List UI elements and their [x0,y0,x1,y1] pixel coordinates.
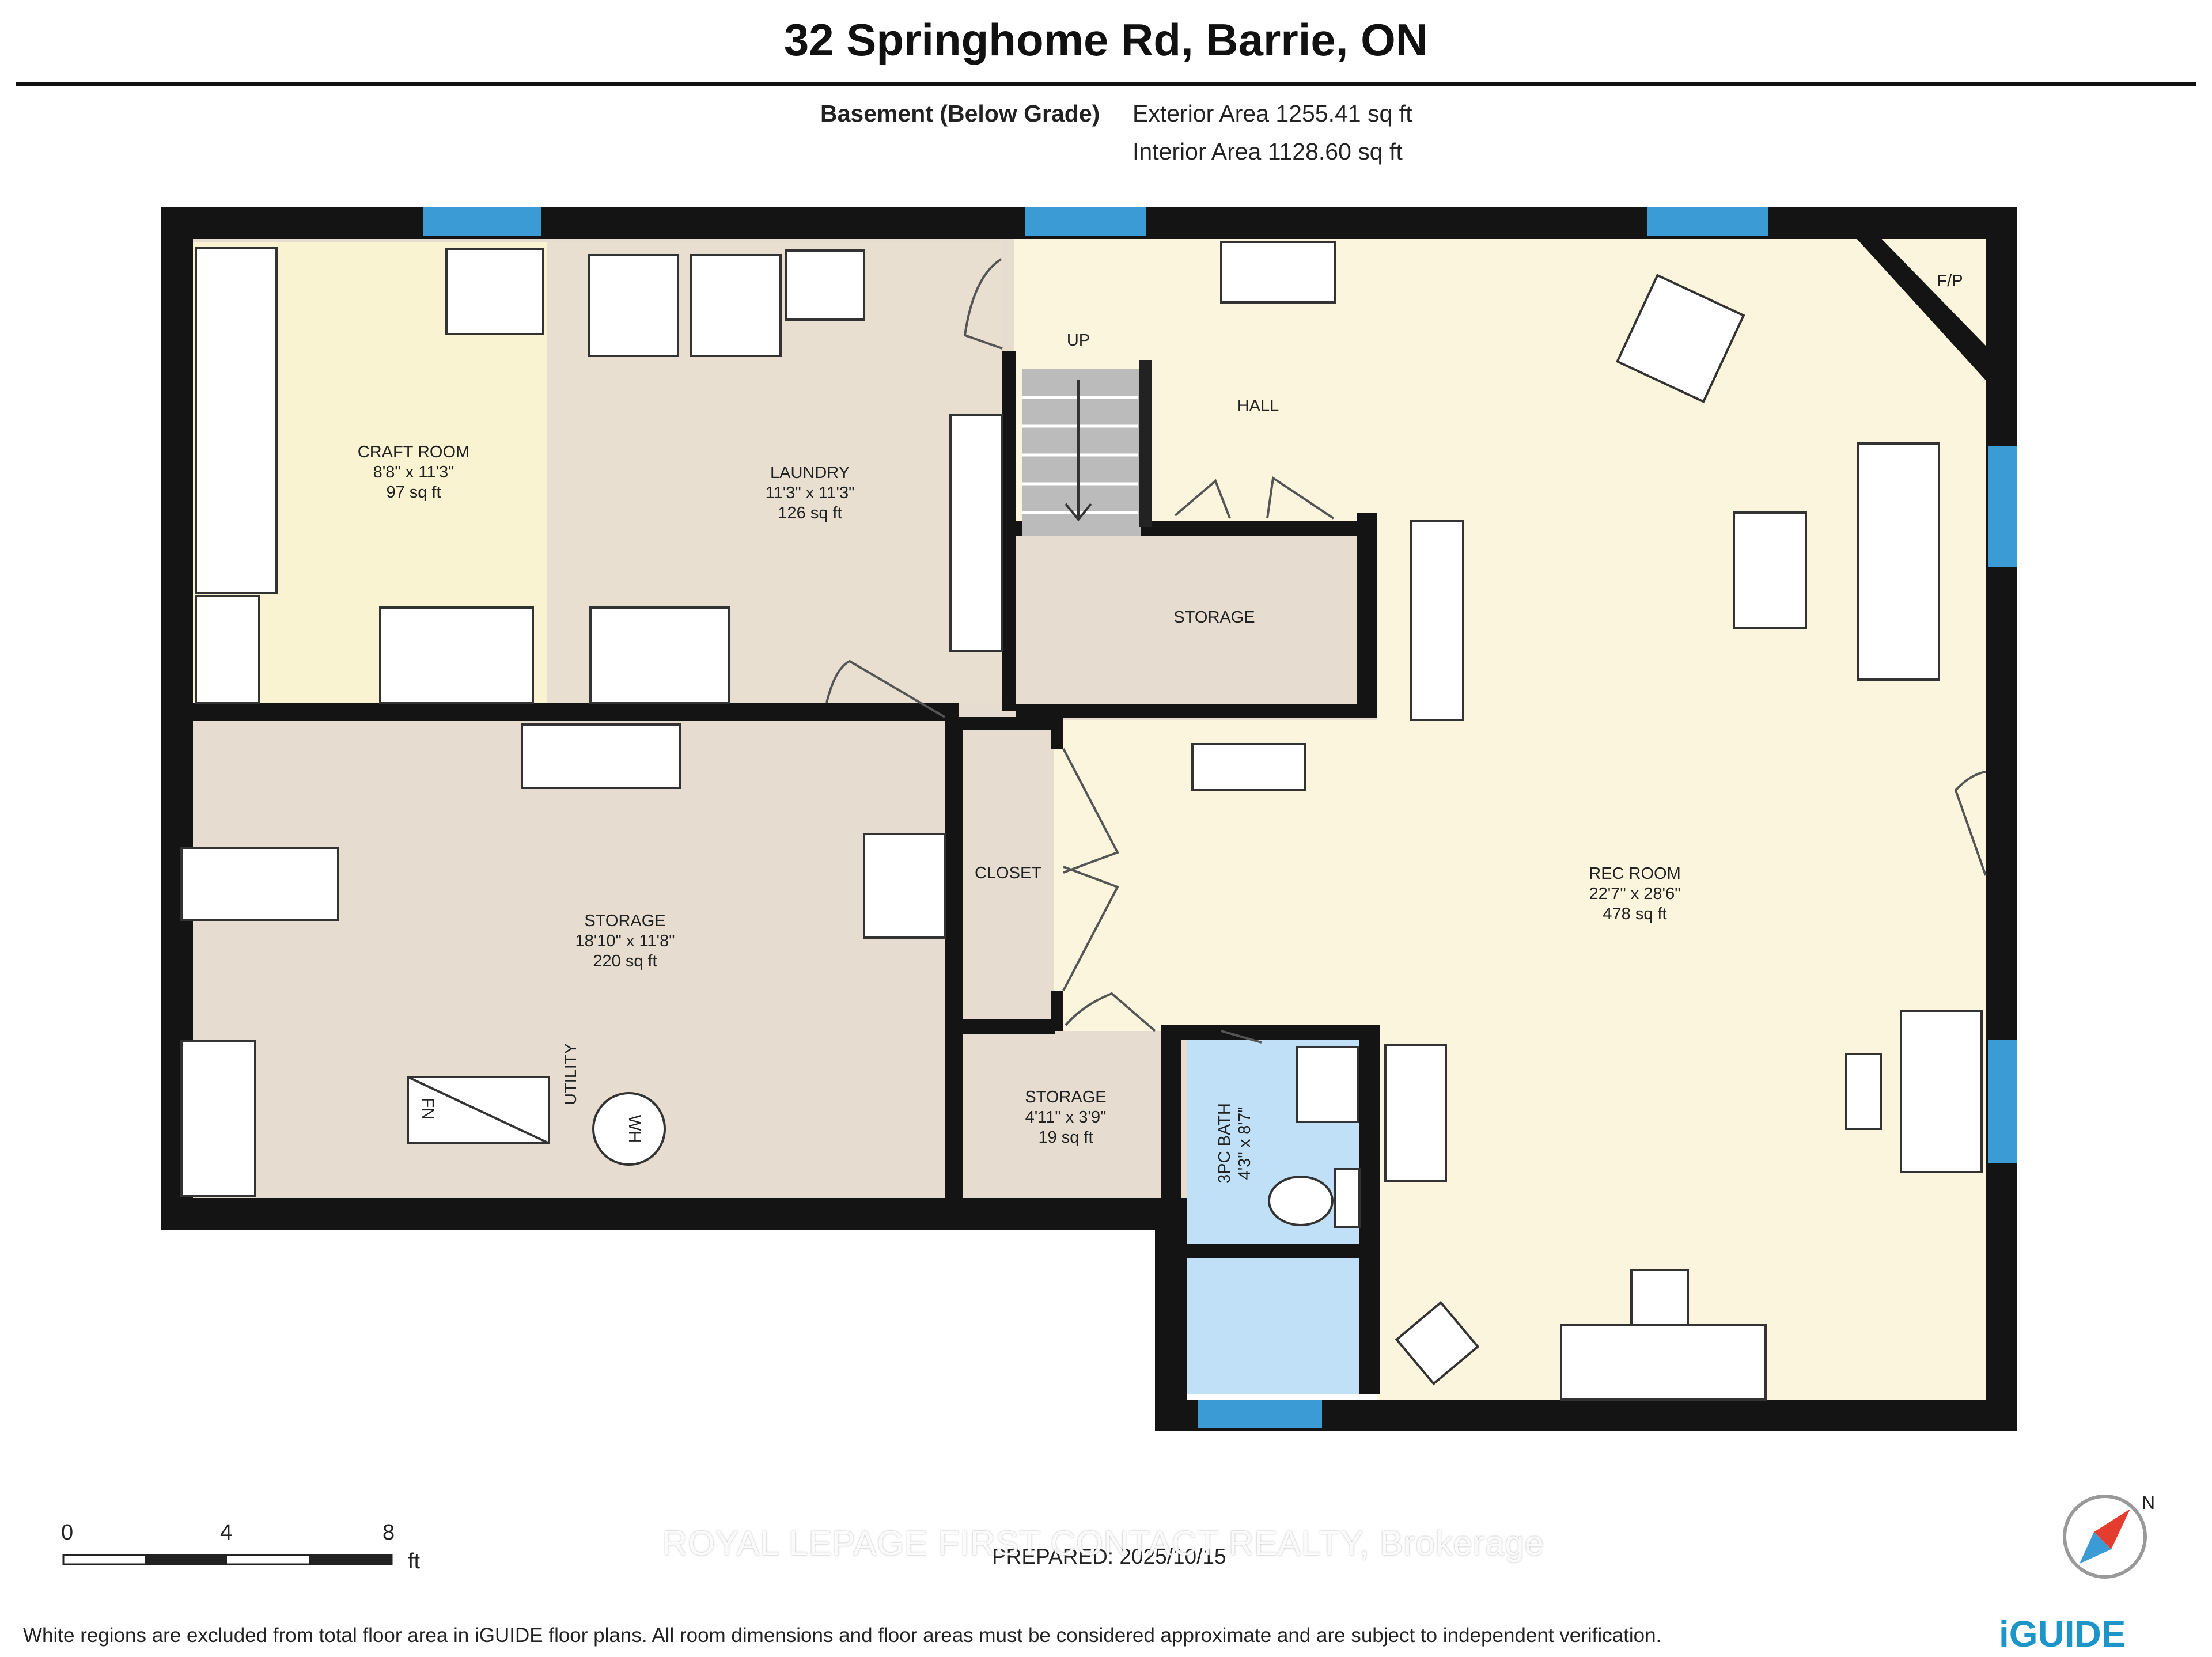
small-storage-dims: 4'11" x 3'9" [1025,1108,1107,1127]
craft-room-name: CRAFT ROOM [358,443,469,461]
scale-bar [62,1554,393,1565]
hall-name: HALL [1237,397,1279,415]
hall-storage-name: STORAGE [1173,608,1255,627]
scale-label-4: 4 [220,1521,233,1545]
laundry-dims: 11'3" x 11'3" [766,484,855,502]
page-title: 32 Springhome Rd, Barrie, ON [783,14,1429,65]
compass-north-label: N [2142,1492,2155,1513]
storage-floor [179,720,945,1198]
small-storage-floor [962,1037,1169,1198]
closet-floor [962,720,1054,1019]
stairs-up-label: UP [1067,331,1090,350]
storage-name: STORAGE [584,912,665,930]
fixtures [180,241,1983,1401]
doors [825,258,1987,1044]
small-storage-name: STORAGE [1025,1088,1106,1106]
level-name: Basement (Below Grade) [820,100,1100,127]
scale-label-0: 0 [61,1521,74,1545]
small-storage-area: 19 sq ft [1038,1128,1093,1147]
craft-room-area: 97 sq ft [386,483,441,502]
iguide-logo: iGUIDE [1999,1613,2126,1655]
furnace-label: FN [418,1098,437,1120]
scale-unit: ft [408,1549,421,1573]
scale-label-8: 8 [382,1521,395,1545]
compass-icon [2063,1495,2147,1579]
laundry-name: LAUNDRY [770,464,850,482]
rec-room-name: REC ROOM [1589,864,1681,883]
laundry-area: 126 sq ft [778,504,842,522]
exterior-area: Exterior Area 1255.41 sq ft [1132,100,1412,127]
storage-dims: 18'10" x 11'8" [575,932,675,950]
hall-storage-floor [1017,547,1371,703]
interior-area: Interior Area 1128.60 sq ft [1132,138,1403,165]
bath-name: 3PC BATH [1215,1103,1234,1184]
stairs [1022,360,1152,536]
title-rule [16,82,2196,86]
brokerage-watermark: ROYAL LEPAGE FIRST CONTACT REALTY, Broke… [662,1524,1545,1563]
water-heater-label: WH [625,1115,643,1143]
prepared-date: PREPARED: 2025/10/15 [992,1545,1226,1568]
rec-room-floor [1377,230,1987,1405]
rec-room-area: 478 sq ft [1603,905,1666,923]
closet-name: CLOSET [975,864,1041,882]
bath-dims: 4'3" x 8'7" [1236,1107,1254,1180]
windows [423,207,2017,1428]
disclaimer: White regions are excluded from total fl… [23,1624,1662,1647]
fireplace-label: F/P [1937,272,1963,290]
storage-area: 220 sq ft [593,952,657,970]
rec-room-dims: 22'7" x 28'6" [1589,885,1680,903]
utility-label: UTILITY [562,1043,580,1105]
craft-room-dims: 8'8" x 11'3" [373,463,454,481]
